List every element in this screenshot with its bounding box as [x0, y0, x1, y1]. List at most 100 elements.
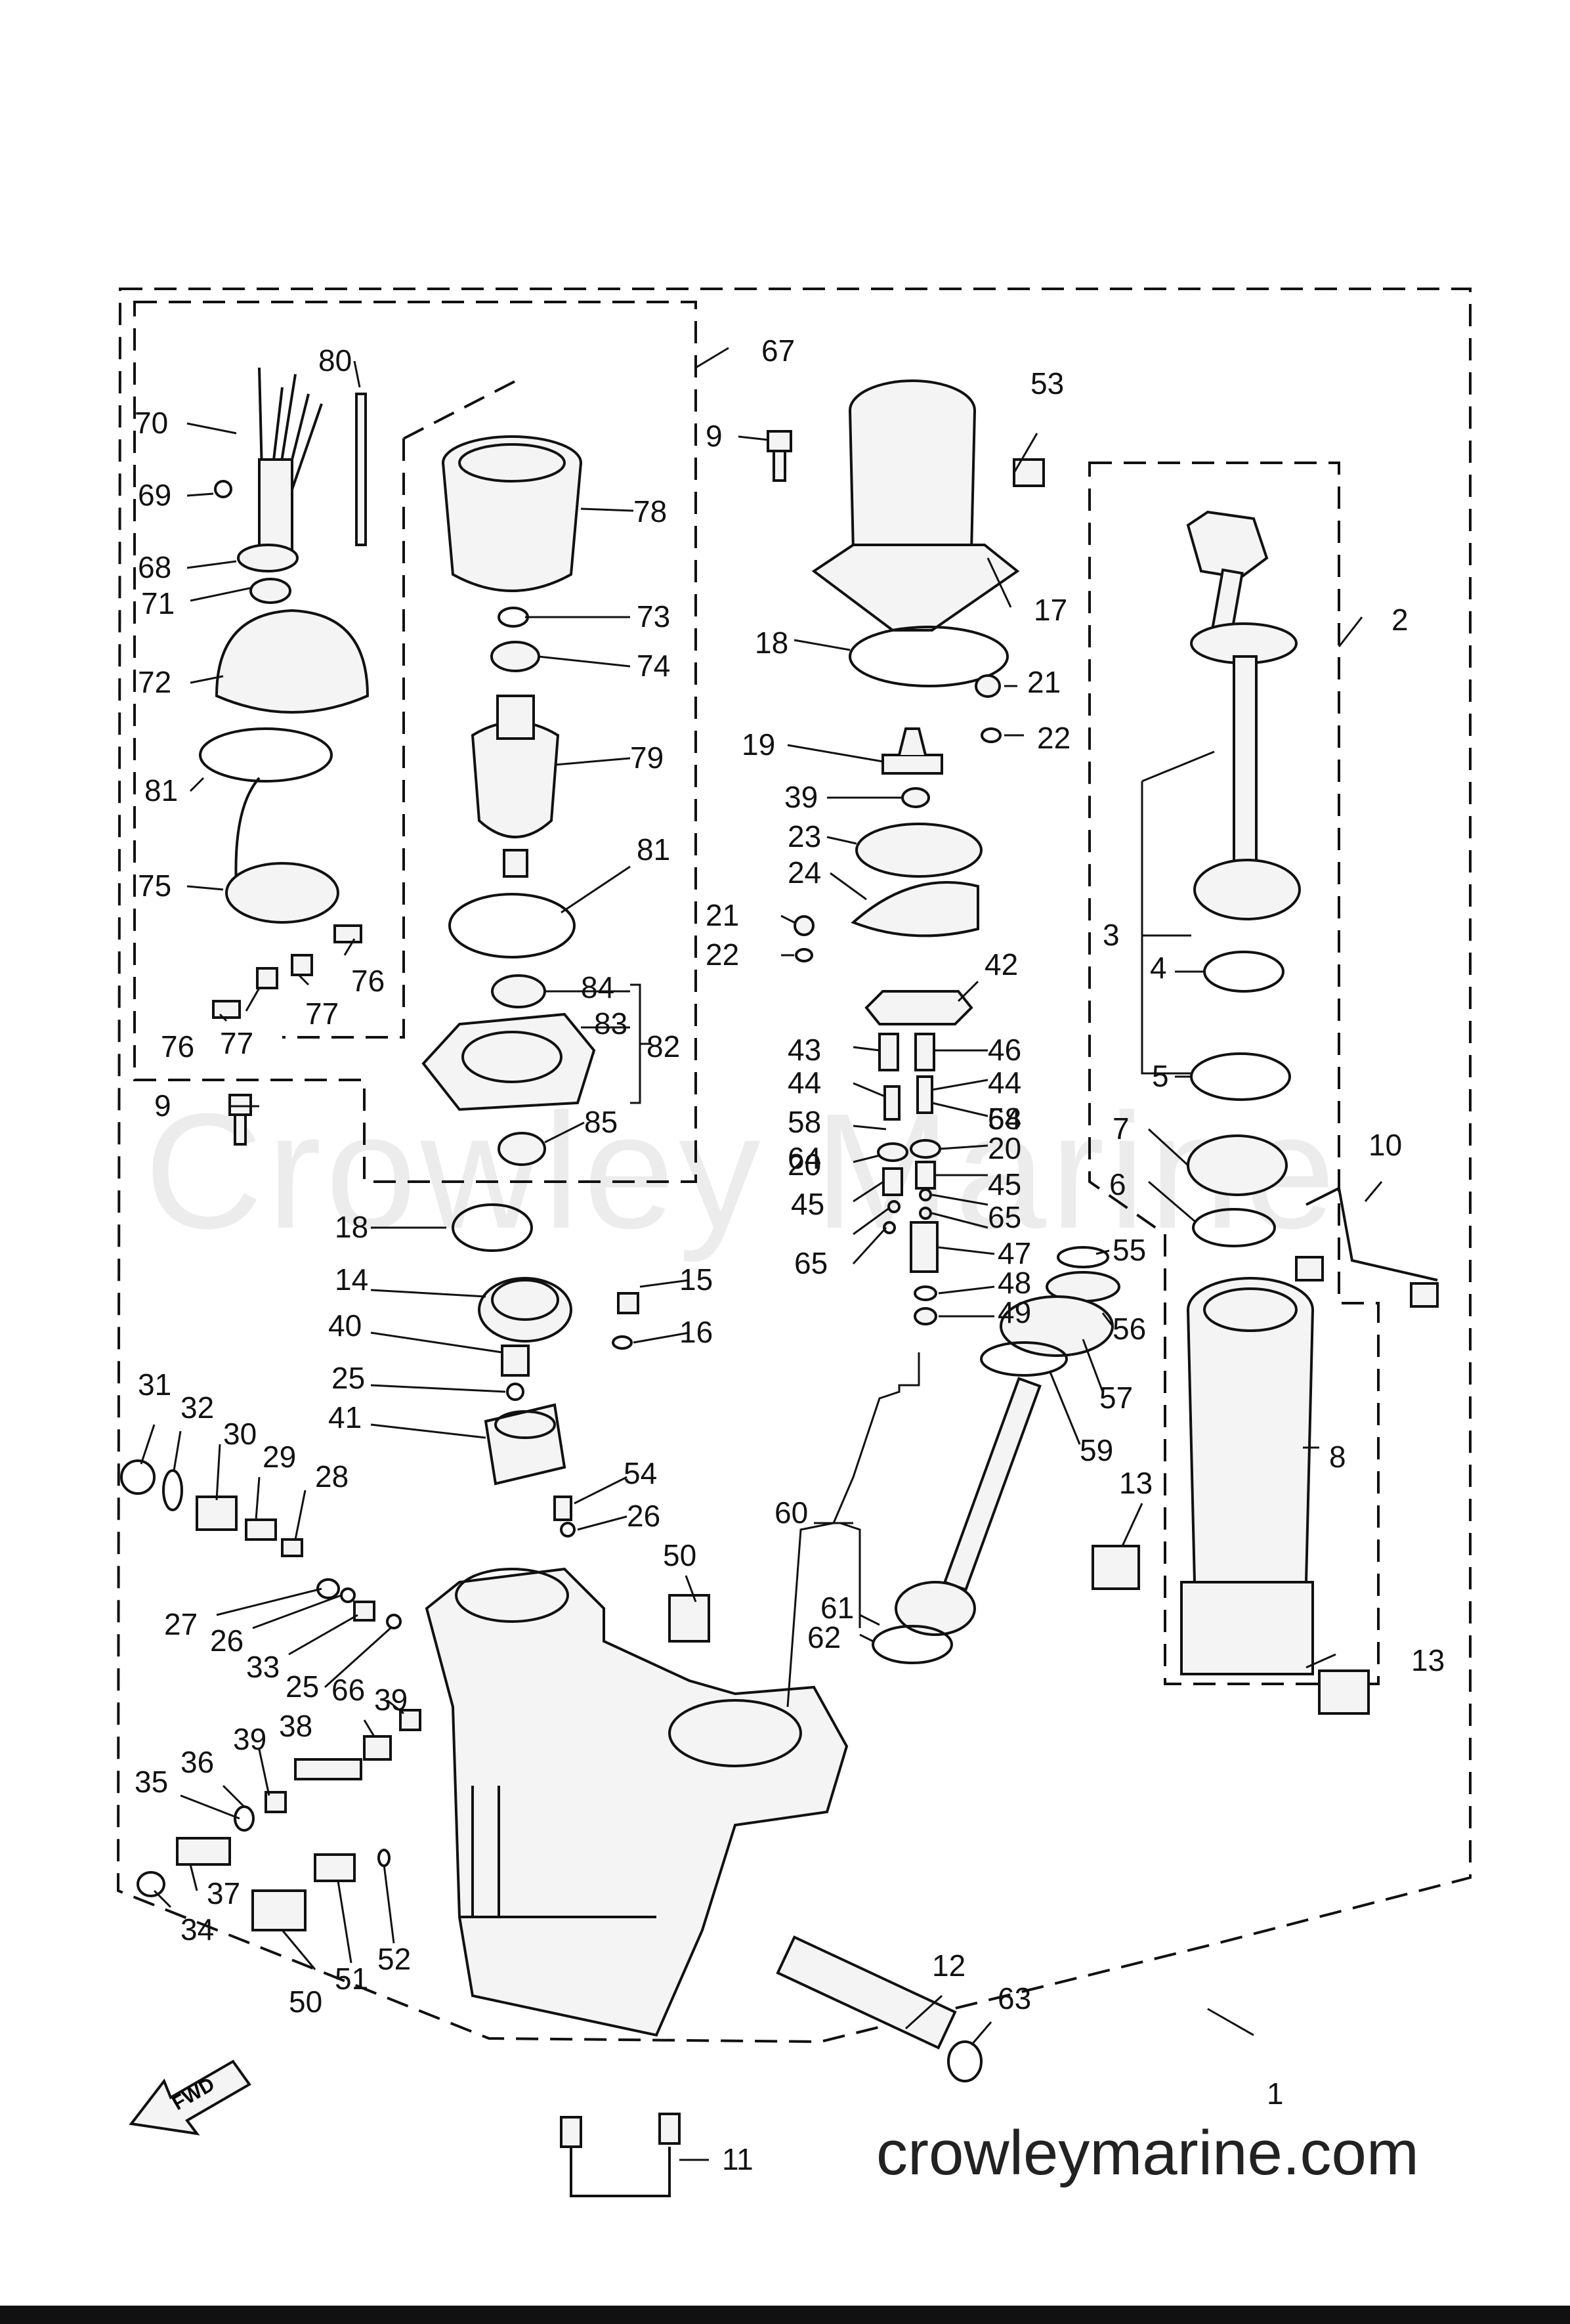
seal-5: [1190, 1052, 1291, 1101]
o-ring-81-upper: [448, 893, 576, 958]
part-label-26-lower: 26: [210, 1624, 244, 1658]
piston-33: [353, 1601, 375, 1622]
pipe-11-fitting-left: [560, 2116, 582, 2148]
part-label-39-mid: 39: [374, 1683, 408, 1717]
part-label-73: 73: [637, 599, 670, 634]
part-label-25-lower: 25: [286, 1669, 319, 1704]
part-labels: 1 2 3 4 5 6 7 8 9 9 10 11 12 13 13 14 15…: [135, 334, 1445, 2176]
valve-54: [553, 1496, 572, 1521]
plug-30: [196, 1496, 238, 1531]
part-label-58-left: 58: [788, 1105, 821, 1139]
part-label-20-right: 20: [988, 1131, 1021, 1165]
bearing-84: [491, 974, 546, 1008]
part-label-70: 70: [135, 406, 168, 440]
part-label-67: 67: [761, 334, 795, 368]
part-label-44-left: 44: [788, 1065, 821, 1100]
pipe-10-fitting-left: [1295, 1256, 1324, 1281]
part-label-40: 40: [328, 1308, 362, 1343]
joint-40: [501, 1345, 530, 1377]
part-label-9-upper: 9: [706, 419, 723, 453]
part-label-74: 74: [637, 649, 670, 683]
o-ring-32: [162, 1469, 183, 1511]
part-label-55: 55: [1113, 1233, 1146, 1267]
bolt-9-upper: [767, 430, 792, 482]
bushing-13-left: [1092, 1545, 1140, 1590]
valve-37: [176, 1837, 231, 1866]
valve-51: [314, 1853, 356, 1882]
part-label-52: 52: [377, 1942, 411, 1976]
part-label-29: 29: [263, 1440, 296, 1474]
part-label-43: 43: [788, 1033, 821, 1067]
part-label-54: 54: [624, 1456, 657, 1490]
part-label-10: 10: [1368, 1128, 1402, 1162]
part-label-81-right: 81: [637, 832, 670, 867]
part-label-80: 80: [318, 343, 352, 377]
plug-66: [363, 1735, 392, 1761]
seal-49: [914, 1307, 937, 1325]
pipe-11: [570, 2147, 671, 2197]
spring-29: [245, 1518, 277, 1541]
o-ring-6: [1192, 1208, 1276, 1247]
part-label-46: 46: [988, 1033, 1021, 1067]
part-label-9-lower: 9: [154, 1088, 171, 1123]
part-label-85: 85: [584, 1105, 618, 1139]
part-label-30: 30: [223, 1417, 257, 1451]
valve-50-left: [251, 1889, 307, 1931]
part-label-15: 15: [679, 1262, 713, 1297]
part-label-56: 56: [1113, 1312, 1146, 1346]
part-label-19: 19: [742, 727, 775, 762]
part-label-50-left: 50: [289, 1985, 322, 2019]
part-label-48: 48: [998, 1266, 1031, 1300]
gasket-42: [864, 990, 973, 1025]
part-label-2: 2: [1391, 603, 1409, 637]
part-label-13-lower: 13: [1411, 1643, 1445, 1677]
fwd-arrow-icon: FWD: [129, 2059, 251, 2136]
part-label-64-left: 64: [788, 1141, 821, 1175]
circlip-34: [137, 1871, 165, 1897]
part-label-12: 12: [932, 1948, 965, 1983]
brush-holder-75: [225, 862, 339, 924]
part-label-32: 32: [180, 1390, 214, 1425]
part-label-21-upper: 21: [1027, 665, 1061, 699]
part-label-66: 66: [331, 1673, 365, 1707]
part-label-1: 1: [1267, 2077, 1284, 2111]
part-label-11: 11: [722, 2142, 753, 2176]
part-label-75: 75: [138, 869, 171, 903]
washer-22-lower: [795, 948, 813, 962]
part-label-33: 33: [246, 1650, 280, 1684]
screw-21-upper: [975, 674, 1001, 698]
part-label-31: 31: [138, 1367, 171, 1402]
part-label-35: 35: [135, 1765, 168, 1799]
manifold-body-1: [425, 1567, 849, 2037]
part-label-77-left: 77: [220, 1026, 253, 1060]
part-label-25-upper: 25: [331, 1361, 365, 1395]
part-label-3: 3: [1103, 918, 1120, 952]
circlip-31: [120, 1459, 156, 1495]
part-label-53: 53: [1030, 366, 1064, 400]
part-label-50-right: 50: [663, 1538, 696, 1572]
part-label-65-left: 65: [794, 1246, 828, 1280]
brush-77-left: [256, 967, 278, 989]
part-label-68: 68: [138, 550, 171, 584]
screw-15: [617, 1292, 639, 1314]
part-label-6: 6: [1109, 1167, 1126, 1201]
brush-77-right: [291, 954, 313, 976]
o-ring-18-upper: [849, 626, 1009, 687]
valve-58-left: [883, 1085, 901, 1121]
part-label-64-right: 64: [988, 1102, 1021, 1136]
o-ring-25-lower: [386, 1614, 402, 1629]
part-label-5: 5: [1152, 1059, 1169, 1093]
part-label-51: 51: [335, 1962, 368, 1996]
o-ring-52: [377, 1849, 391, 1867]
plate-68: [237, 544, 299, 572]
part-label-41: 41: [328, 1400, 362, 1434]
part-label-71: 71: [141, 586, 175, 620]
part-label-59: 59: [1080, 1433, 1113, 1467]
reservoir-17: [811, 379, 1020, 632]
washer-22-upper: [981, 727, 1002, 743]
spring-76-right: [333, 924, 362, 943]
part-label-22-upper: 22: [1037, 721, 1071, 755]
part-label-79: 79: [630, 741, 664, 775]
part-label-76-left: 76: [161, 1029, 194, 1064]
